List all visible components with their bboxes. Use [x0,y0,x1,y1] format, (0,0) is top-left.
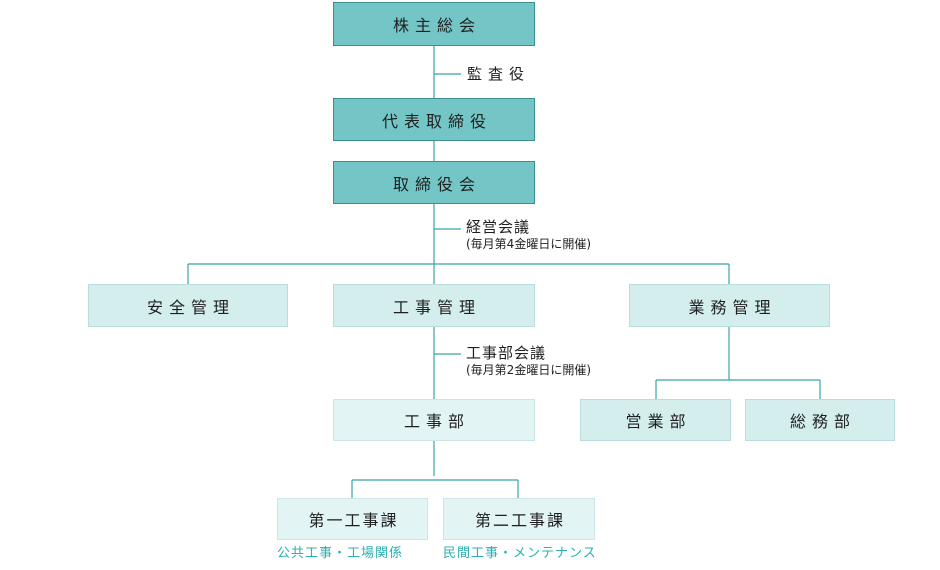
safety-management-label: 安全管理 [146,297,235,317]
section1-label: 第一工事課 [308,511,399,530]
section2-note: 民間工事・メンテナンス [443,546,597,561]
construction-meeting-schedule: (毎月第2金曜日に開催) [466,363,591,377]
board-box: 取締役会 [333,161,535,204]
section1-box: 第一工事課 [277,498,428,540]
section2-label: 第二工事課 [474,511,565,530]
representative-label: 代表取締役 [381,111,492,131]
management-meeting-schedule: (毎月第4金曜日に開催) [466,237,591,251]
business-management-box: 業務管理 [629,284,830,327]
sales-dept-label: 営業部 [625,412,692,431]
construction-dept-label: 工事部 [403,412,470,431]
auditor-label: 監査役 [467,65,531,83]
business-management-label: 業務管理 [688,297,777,317]
board-label: 取締役会 [392,174,481,194]
safety-management-box: 安全管理 [88,284,288,327]
general-affairs-dept-box: 総務部 [745,399,895,441]
sales-dept-box: 営業部 [580,399,731,441]
shareholders-label: 株主総会 [392,16,481,35]
section2-box: 第二工事課 [443,498,595,540]
construction-meeting-title: 工事部会議 [466,344,547,362]
management-meeting-title: 経営会議 [466,218,531,236]
construction-management-label: 工事管理 [392,297,481,317]
general-affairs-dept-label: 総務部 [789,412,856,431]
section1-note: 公共工事・工場関係 [277,546,404,561]
shareholders-box: 株主総会 [333,2,535,46]
construction-dept-box: 工事部 [333,399,535,441]
representative-box: 代表取締役 [333,98,535,141]
construction-management-box: 工事管理 [333,284,535,327]
